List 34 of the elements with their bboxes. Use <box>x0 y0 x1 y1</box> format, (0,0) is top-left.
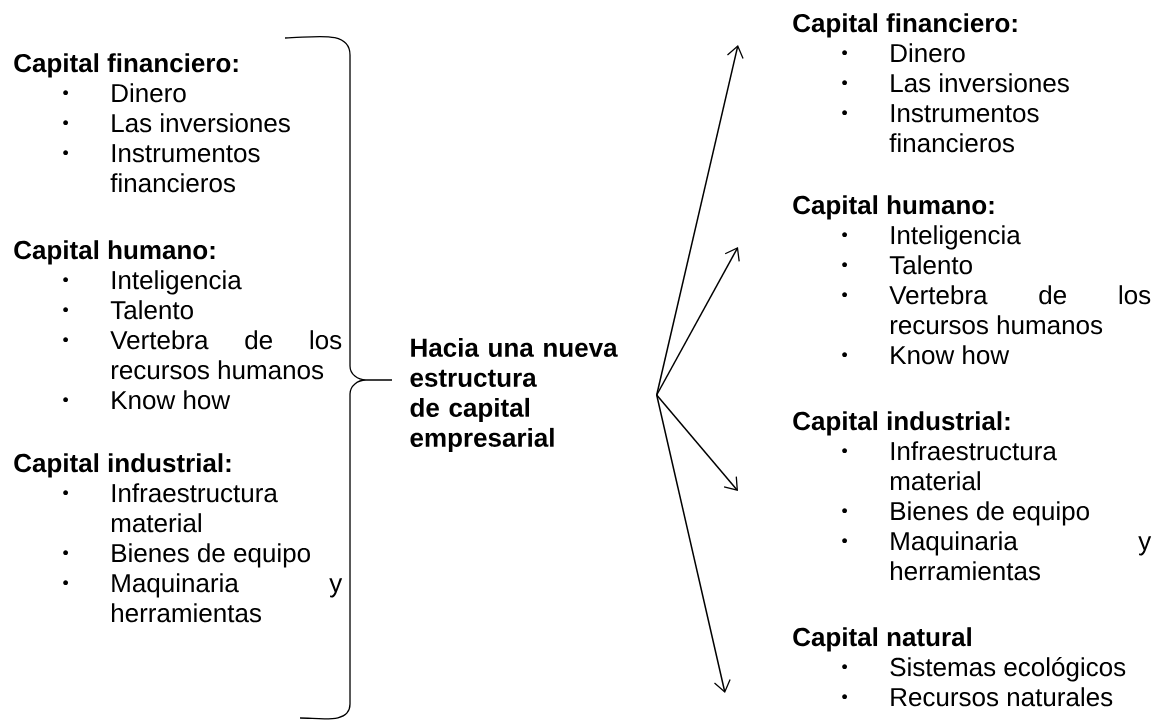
central-heading: Hacia una nueva estructura de capital empresarial <box>410 337 618 453</box>
list-item: Maquinaria y herramientas <box>842 531 1152 581</box>
list-item: Bienes de equipo <box>842 501 1089 526</box>
section-heading: Capital humano: <box>793 195 994 220</box>
list-item: Recursos naturales <box>842 687 1113 707</box>
list-item: Bienes de equipo <box>63 543 310 568</box>
list-item: Dinero <box>63 83 186 103</box>
list-item: Talento <box>842 255 972 275</box>
section-heading: Capital financiero: <box>793 13 1017 38</box>
list-item: Instrumentos financieros <box>842 104 1039 153</box>
list-item: Las inversiones <box>842 73 1069 93</box>
list-item: Know how <box>63 390 231 410</box>
arrow <box>655 394 738 491</box>
arrow <box>655 247 740 396</box>
section-heading: Capital financiero: <box>14 53 238 78</box>
list-item: Infraestructura material <box>842 441 1057 491</box>
list-item: Inteligencia <box>63 270 242 295</box>
list-item: Instrumentos financieros <box>63 144 260 193</box>
list-item: Talento <box>63 300 193 320</box>
arrow <box>655 45 744 396</box>
list-item: Infraestructura material <box>63 483 278 533</box>
list-item: Vertebra de los recursos humanos <box>63 330 342 380</box>
list-item: Vertebra de los recursos humanos <box>842 285 1151 335</box>
list-item: Sistemas ecológicos <box>842 656 1126 682</box>
list-item: Maquinaria y herramientas <box>63 573 343 623</box>
arrow <box>655 394 731 693</box>
section-heading: Capital industrial: <box>14 453 231 478</box>
section-heading: Capital humano: <box>14 240 215 265</box>
list-item: Dinero <box>842 43 965 63</box>
list-item: Las inversiones <box>63 113 290 133</box>
list-item: Know how <box>842 345 1010 365</box>
list-item: Inteligencia <box>842 225 1021 250</box>
section-heading: Capital natural <box>793 627 971 652</box>
section-heading: Capital industrial: <box>793 411 1010 436</box>
